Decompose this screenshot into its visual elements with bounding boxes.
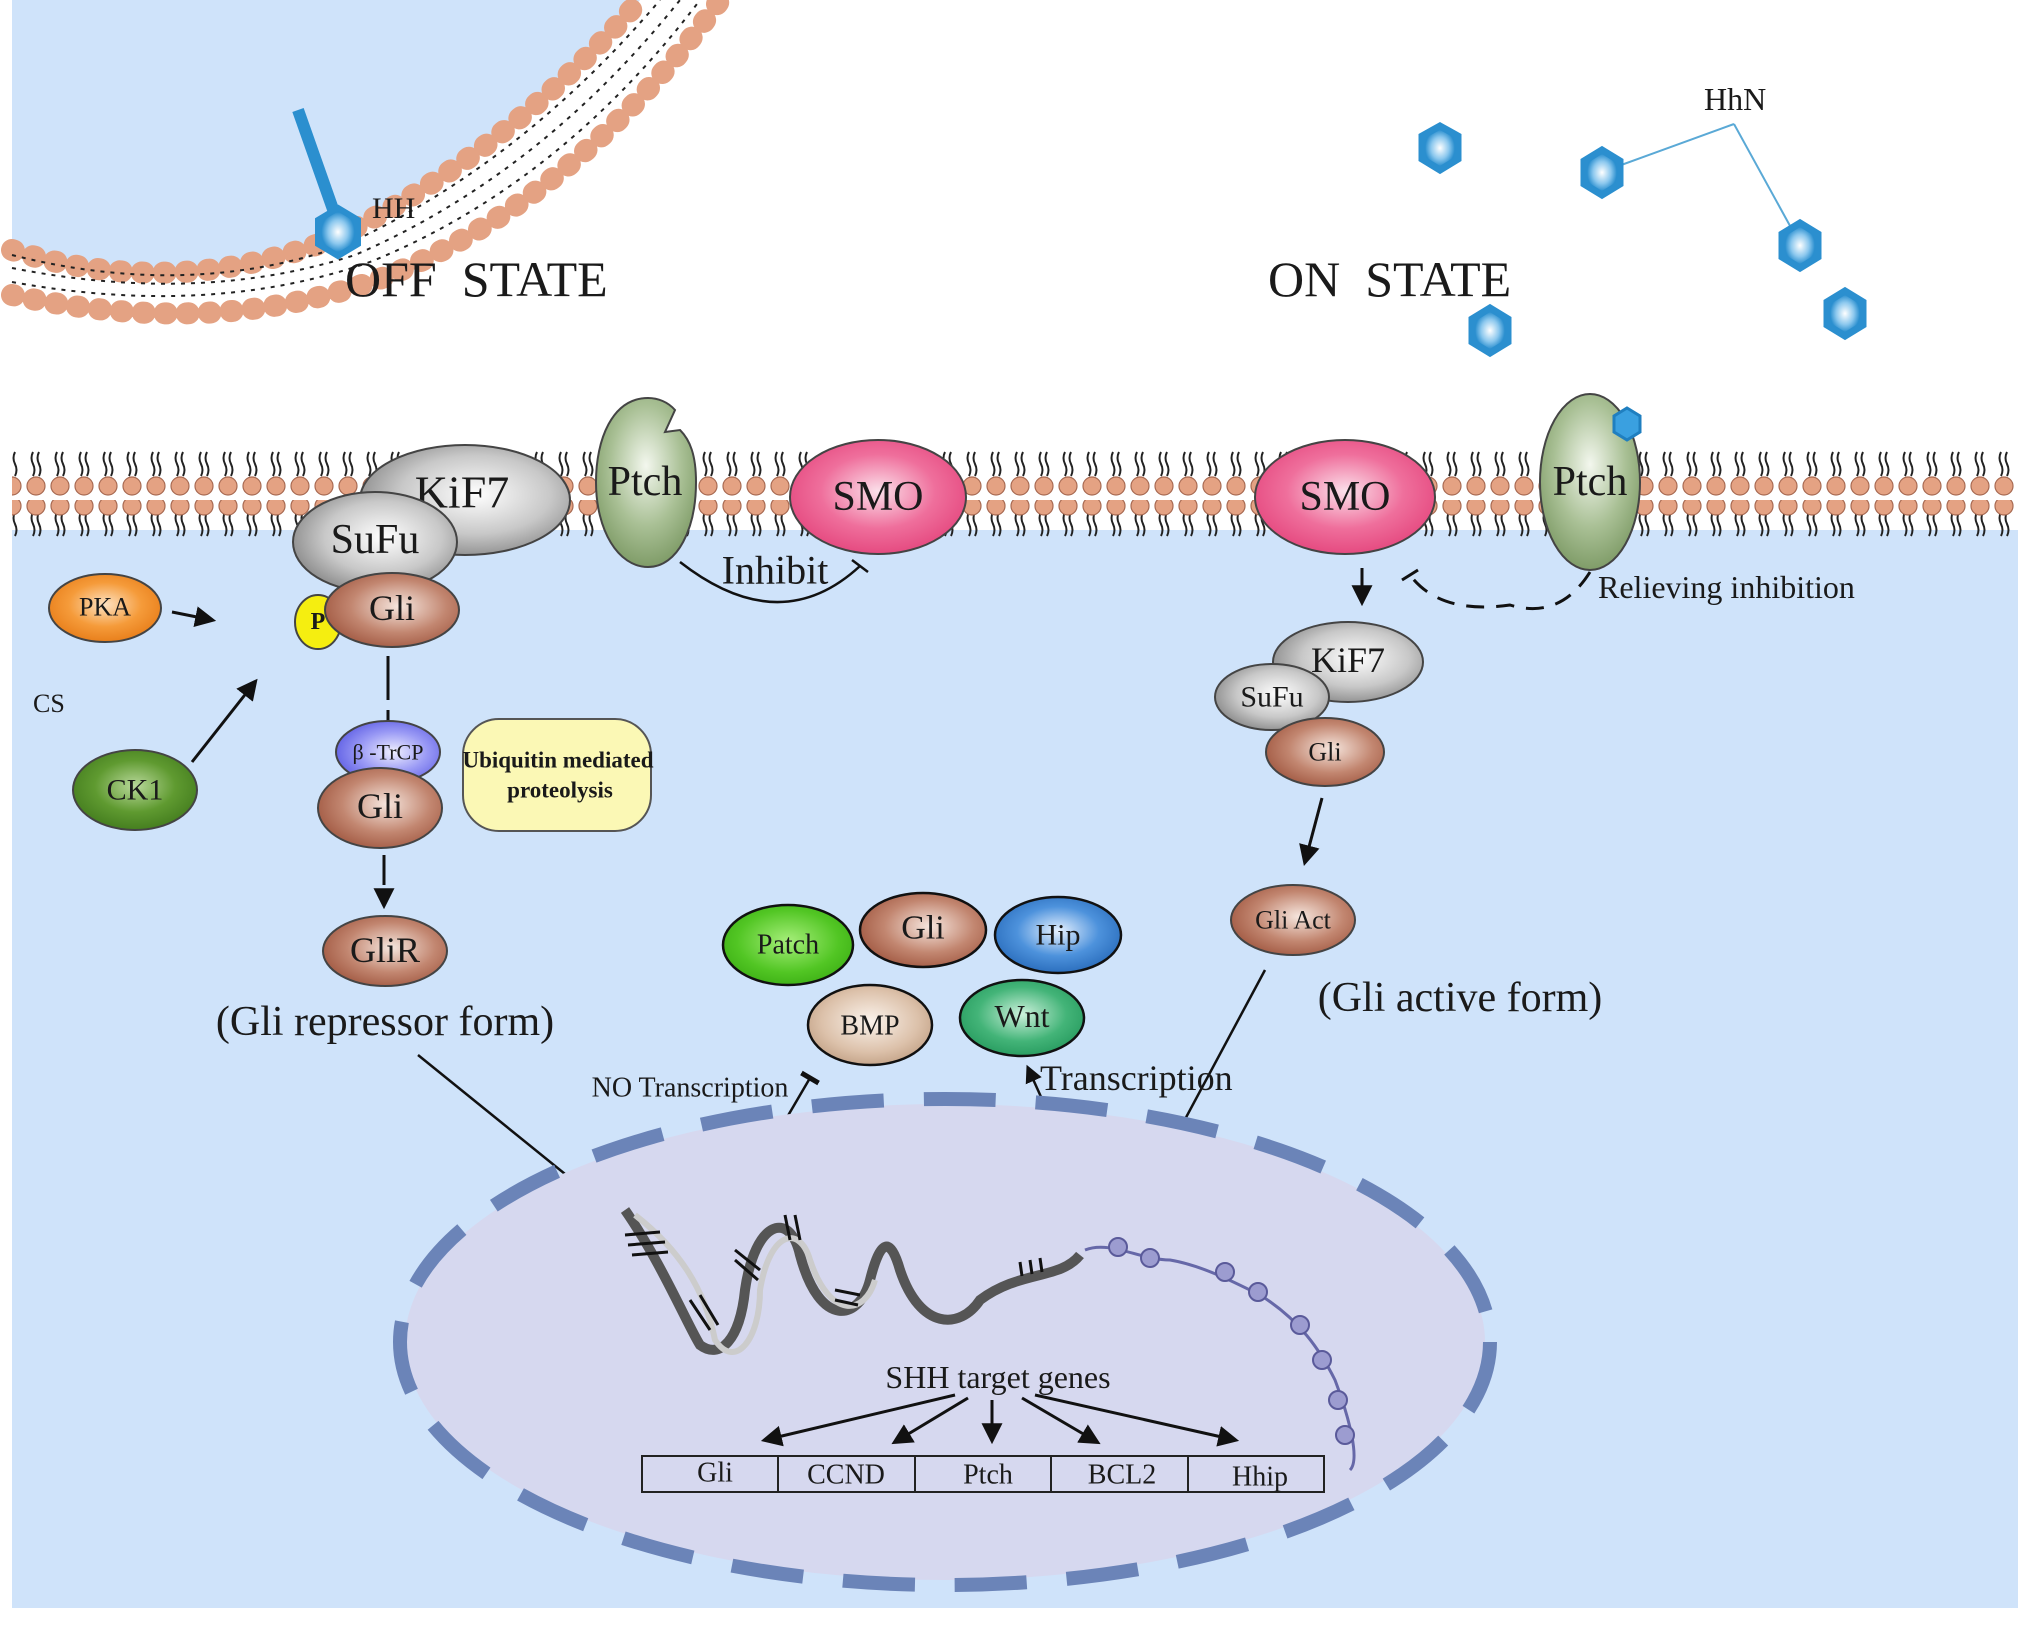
active-form-label: (Gli active form)	[1318, 975, 1603, 1021]
ptch-receptor-on	[1539, 393, 1641, 571]
gli-activation-arrow	[1299, 797, 1324, 867]
gli-degraded-protein	[317, 767, 443, 849]
ptch-receptor-off	[594, 396, 698, 569]
vesicle-inner-leaflet	[1, 0, 731, 325]
nuclear-envelope	[393, 1092, 1497, 1592]
gene-cell: Hhip	[1232, 1462, 1288, 1493]
vesicle-lumen	[12, 0, 640, 273]
beta-trcp-label: β -TrCP	[353, 740, 424, 765]
vesicle: HH	[1, 0, 731, 325]
gene-cell: CCND	[807, 1460, 885, 1491]
gli-product	[858, 891, 988, 969]
smo-off-label: SMO	[832, 474, 923, 520]
hhn-pointer-1	[1601, 123, 1735, 173]
smo-receptor-on	[1254, 439, 1436, 555]
smo-receptor-off	[789, 439, 967, 555]
hhn-ligands: HhN	[1418, 81, 1867, 358]
gene-products: Patch Gli Hip BMP Wnt	[721, 891, 1123, 1067]
transcription-label: Transcription	[1040, 1058, 1233, 1098]
glir-protein	[322, 915, 448, 987]
relieving-inhibition-label: Relieving inhibition	[1598, 569, 1855, 605]
hhn-pointer-2	[1733, 123, 1801, 245]
nucleus: SHH target genes Gli CCND Ptch BCL2 Hhip	[393, 1092, 1497, 1592]
pka-kinase	[48, 573, 162, 643]
hhn-label: HhN	[1704, 81, 1766, 117]
gene-cell: Gli	[697, 1458, 733, 1489]
ck1-arrow	[190, 678, 258, 763]
off-state-title: OFF STATE	[345, 251, 608, 307]
hh-anchor	[292, 108, 341, 217]
inhibit-arc	[679, 561, 861, 604]
inhibit-label: Inhibit	[722, 548, 829, 593]
kif7-on-label: KiF7	[1311, 640, 1385, 680]
pka-label: PKA	[79, 593, 131, 622]
hhn-hexagon-icon	[1418, 121, 1462, 175]
ubiquitin-box	[462, 718, 652, 832]
relieving-inhibition-arc	[1408, 571, 1592, 610]
vesicle-tails-1	[11, 0, 661, 277]
no-transcription-label: NO Transcription	[592, 1073, 789, 1104]
gene-table-border	[641, 1455, 1325, 1493]
dna-base-pairs	[624, 1214, 1044, 1331]
gli-act-label: Gli Act	[1255, 906, 1332, 935]
target-gene-table: Gli CCND Ptch BCL2 Hhip	[641, 1455, 1325, 1493]
nucleus-interior	[405, 1104, 1485, 1580]
gene-cell: BCL2	[1088, 1460, 1156, 1491]
gli-on-label: Gli	[1308, 738, 1341, 767]
sufu-label: SuFu	[331, 517, 420, 563]
glir-label: GliR	[350, 930, 420, 970]
gli-protein	[324, 572, 460, 648]
on-state-title: ON STATE	[1268, 251, 1511, 307]
patch-label: Patch	[757, 930, 819, 961]
inhibit-bar	[851, 559, 869, 573]
sufu-on-protein	[1214, 663, 1330, 731]
wnt-label: Wnt	[994, 998, 1049, 1034]
phosphate-label: P	[311, 609, 326, 635]
gli-degraded-label: Gli	[357, 786, 403, 826]
bmp-label: BMP	[840, 1011, 899, 1042]
vesicle-tails-3	[11, 0, 701, 298]
relieving-inhibition-bar	[1401, 568, 1419, 582]
smo-on-label: SMO	[1299, 474, 1390, 520]
off-state-complex: KiF7 SuFu P Gli	[292, 444, 571, 650]
ubiquitin-line1: Ubiquitin mediated	[462, 748, 653, 773]
hhn-hexagon-icon	[1468, 303, 1512, 358]
dna-strand-1	[620, 1207, 1084, 1355]
patch-product	[721, 903, 855, 987]
hh-label: HH	[372, 192, 415, 225]
gli-product-label: Gli	[901, 910, 944, 947]
hhn-hexagon-icon	[1778, 218, 1822, 273]
hhn-hexagon-icon	[1580, 145, 1624, 200]
bound-hhn-icon	[1612, 406, 1642, 442]
dna-strand-2	[633, 1212, 878, 1355]
gli-act-protein	[1230, 884, 1356, 956]
sufu-on-label: SuFu	[1240, 681, 1303, 714]
gli-on-protein	[1265, 717, 1385, 787]
ck1-label: CK1	[107, 774, 164, 807]
hip-product	[993, 895, 1123, 975]
target-gene-arrows	[760, 1393, 1240, 1447]
hip-label: Hip	[1036, 919, 1081, 952]
vesicle-tails-2	[11, 0, 681, 285]
nucleosomes	[1108, 1237, 1355, 1445]
ptch-off-label: Ptch	[608, 459, 683, 505]
cs-label: CS	[33, 689, 65, 718]
wnt-product	[958, 978, 1086, 1058]
ptch-on-label: Ptch	[1553, 459, 1628, 505]
ubiquitin-line2: proteolysis	[507, 778, 613, 803]
repressor-form-label: (Gli repressor form)	[216, 999, 554, 1045]
hh-ligand-icon	[315, 204, 361, 260]
ck1-kinase	[72, 749, 198, 831]
gli-label: Gli	[369, 588, 415, 628]
pka-arrow	[171, 606, 217, 628]
hhn-hexagon-icon	[1823, 286, 1867, 341]
shh-target-genes-label: SHH target genes	[885, 1359, 1110, 1395]
bmp-product	[806, 983, 934, 1067]
gene-cell: Ptch	[963, 1460, 1013, 1491]
